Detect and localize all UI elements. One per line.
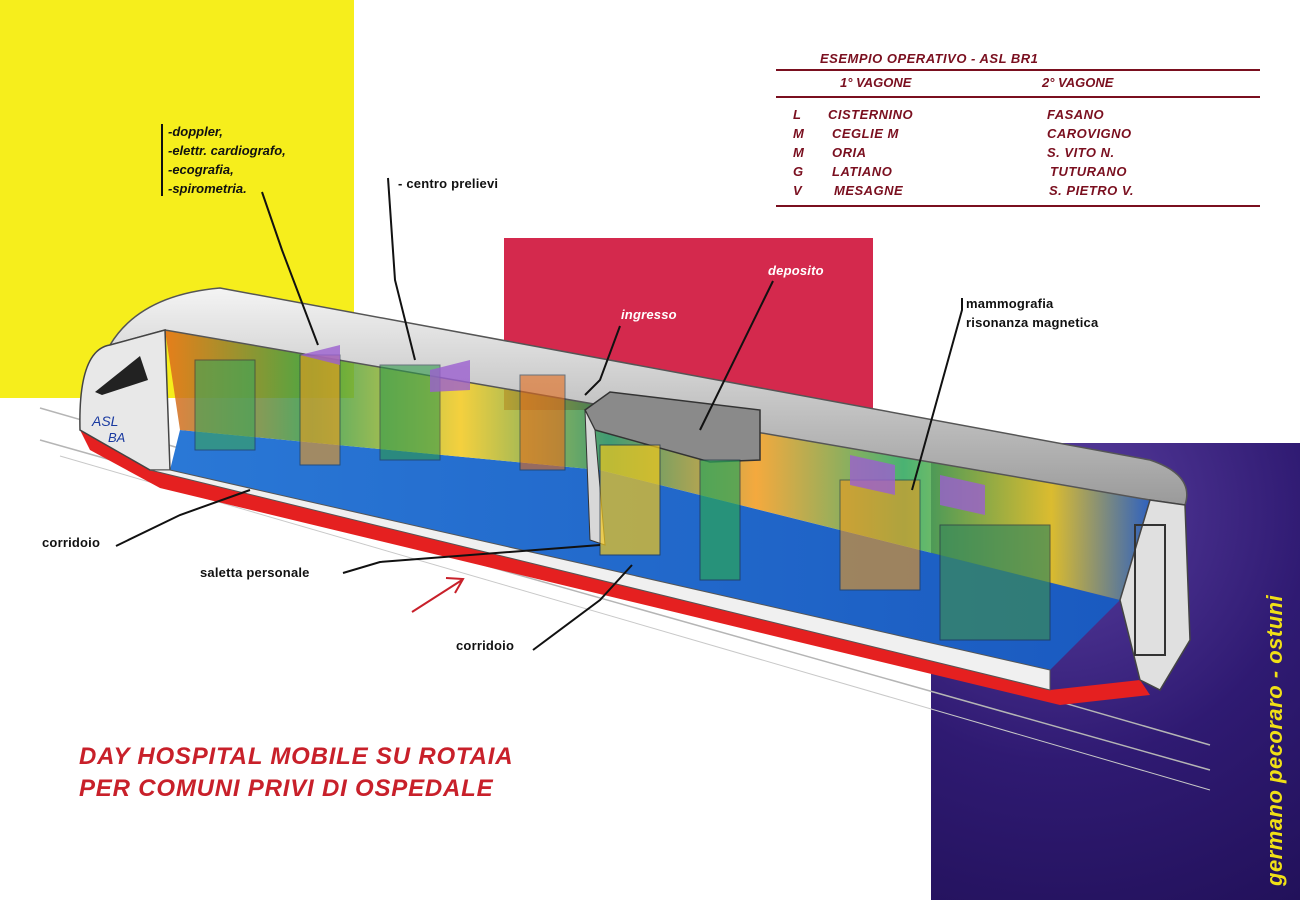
table-cell-col2: S. PIETRO V. — [1049, 183, 1134, 198]
label-corridoio-left: corridoio — [42, 535, 101, 550]
table-cell-day: M — [793, 145, 805, 160]
table-rule — [776, 205, 1260, 207]
direction-arrow — [411, 577, 465, 613]
table-row: V MESAGNE S. PIETRO V. — [776, 183, 1260, 202]
train-logo-asl: ASL — [91, 413, 118, 429]
label-centro-prelievi: - centro prelievi — [398, 176, 499, 191]
table-cell-col1: MESAGNE — [834, 183, 904, 198]
table-cell-day: M — [793, 126, 805, 141]
table-cell-col1: LATIANO — [832, 164, 893, 179]
footer-title-line1: DAY HOSPITAL MOBILE SU ROTAIA — [79, 743, 514, 770]
table-cell-col1: CEGLIE M — [832, 126, 899, 141]
table-row: M ORIA S. VITO N. — [776, 145, 1260, 164]
label-ingresso: ingresso — [621, 307, 677, 322]
equipment-item: -ecografia, — [168, 162, 234, 177]
table-row: G LATIANO TUTURANO — [776, 164, 1260, 183]
label-mammografia: mammografia — [966, 296, 1054, 311]
interior-compartments — [194, 345, 1051, 641]
label-corridoio-bottom: corridoio — [456, 638, 515, 653]
table-cell-day: L — [793, 107, 802, 122]
footer-title: DAY HOSPITAL MOBILE SU ROTAIA PER COMUNI… — [79, 741, 513, 805]
label-risonanza-magnetica: risonanza magnetica — [966, 315, 1099, 330]
table-row: M CEGLIE M CAROVIGNO — [776, 126, 1260, 145]
table-cell-col2: TUTURANO — [1050, 164, 1127, 179]
author-signature: germano pecoraro - ostuni — [1262, 594, 1287, 886]
table-cell-day: G — [793, 164, 804, 179]
table-cell-col2: S. VITO N. — [1047, 145, 1115, 160]
table-title: ESEMPIO OPERATIVO - ASL BR1 — [820, 51, 1039, 66]
train-body — [79, 287, 1191, 705]
cab-window — [95, 356, 148, 395]
leader-lines — [115, 124, 963, 651]
table-cell-col2: CAROVIGNO — [1047, 126, 1132, 141]
table-cell-col2: FASANO — [1047, 107, 1105, 122]
table-rule — [776, 96, 1260, 98]
table-row: L CISTERNINO FASANO — [776, 107, 1260, 126]
schedule-table: ESEMPIO OPERATIVO - ASL BR1 1° VAGONE 2°… — [776, 48, 1260, 210]
table-cell-col1: ORIA — [832, 145, 867, 160]
train-logo-ba: BA — [108, 430, 125, 445]
equipment-item: -spirometria. — [168, 181, 247, 196]
label-deposito: deposito — [768, 263, 824, 278]
table-cell-col1: CISTERNINO — [828, 107, 914, 122]
table-rule — [776, 69, 1260, 71]
label-saletta-personale: saletta personale — [200, 565, 310, 580]
equipment-list: -doppler, -elettr. cardiografo, -ecograf… — [168, 122, 286, 198]
table-cell-day: V — [793, 183, 803, 198]
equipment-item: -doppler, — [168, 124, 223, 139]
table-header-col2: 2° VAGONE — [1042, 75, 1114, 90]
footer-title-line2: PER COMUNI PRIVI DI OSPEDALE — [79, 775, 494, 802]
equipment-item: -elettr. cardiografo, — [168, 143, 286, 158]
table-header-col1: 1° VAGONE — [840, 75, 912, 90]
